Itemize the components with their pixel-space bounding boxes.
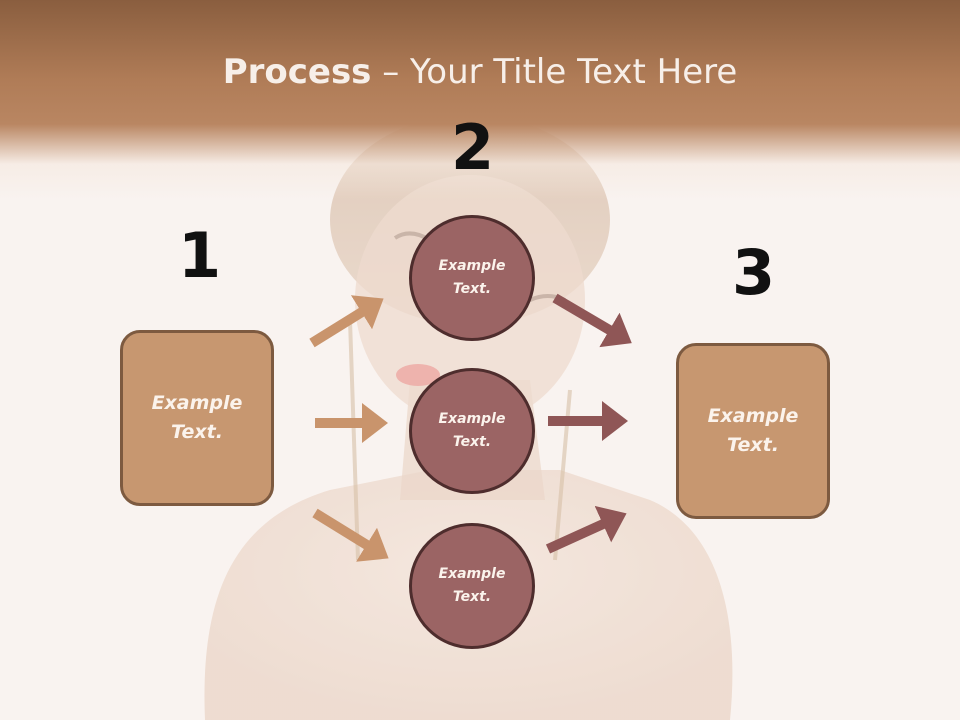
step-3-text: Example Text. [707,405,799,456]
step-2-text-bottom: Example Text. [438,566,506,605]
step-2-circle-top: Example Text. [409,215,535,341]
step-1-box: Example Text. [120,330,274,506]
slide-title: Process – Your Title Text Here [0,52,960,92]
step-2-number: 2 [451,111,495,184]
step-1-number: 1 [178,219,222,292]
step-3-number: 3 [732,236,776,309]
title-rest: – Your Title Text Here [371,52,738,92]
arrow-2a-to-3 [552,293,632,348]
arrow-2c-to-3 [545,505,627,554]
step-3-box: Example Text. [676,343,830,519]
step-2-circle-middle: Example Text. [409,368,535,494]
arrow-1-to-2a [309,295,384,348]
title-bold: Process [222,52,372,92]
step-2-circle-bottom: Example Text. [409,523,535,649]
arrow-1-to-2c [312,508,389,562]
step-1-text: Example Text. [151,392,243,443]
step-2-text-middle: Example Text. [438,411,506,450]
step-2-text-top: Example Text. [438,258,506,297]
header-band [0,0,960,200]
